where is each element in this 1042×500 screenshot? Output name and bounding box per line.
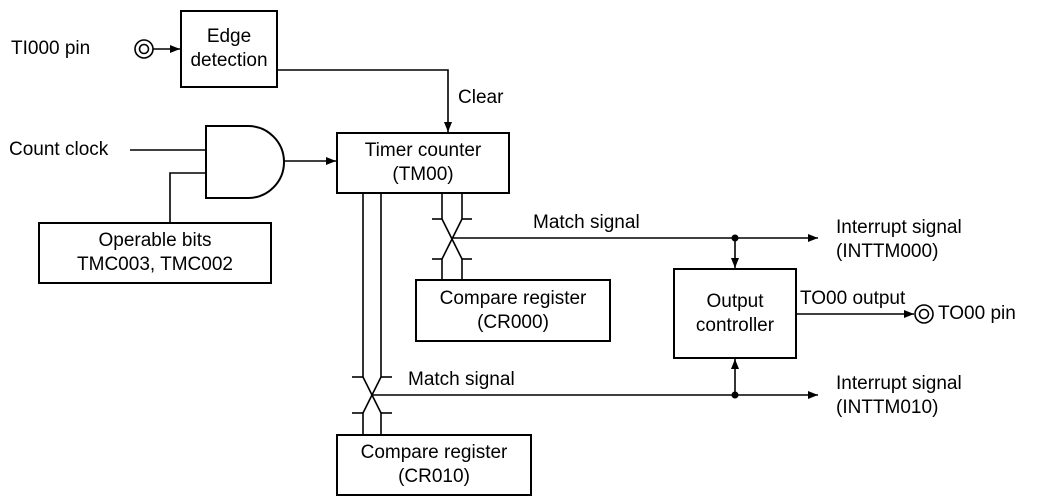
edge-detection-block: Edge detection (180, 10, 278, 88)
match-signal-0-label: Match signal (533, 212, 640, 233)
interrupt-0-name: (INTTM000) (836, 241, 939, 262)
interrupt-1-label: Interrupt signal (836, 373, 962, 394)
compare-register-cr010-block: Compare register (CR010) (336, 434, 532, 496)
junction-dot-1 (731, 391, 739, 399)
timer-counter-block: Timer counter (TM00) (336, 132, 510, 194)
output-controller-block: Output controller (673, 268, 797, 359)
to-pin-label: TO00 pin (938, 303, 1016, 324)
enable-wire (169, 172, 206, 222)
count-clock-label: Count clock (9, 139, 109, 160)
ti-pin-icon (134, 39, 154, 59)
interrupt-1-name: (INTTM010) (836, 397, 939, 418)
and-gate-icon (205, 125, 285, 199)
interrupt-0-label: Interrupt signal (836, 217, 962, 238)
to-output-label: TO00 output (800, 288, 906, 309)
operable-bits-block: Operable bits TMC003, TMC002 (38, 222, 272, 284)
compare-register-cr000-block: Compare register (CR000) (415, 279, 611, 342)
clear-label: Clear (458, 87, 504, 108)
bus-cr000 (432, 194, 472, 279)
junction-dot-0 (731, 234, 739, 242)
match-signal-1-label: Match signal (408, 369, 515, 390)
to-pin-icon (914, 304, 934, 324)
ti-pin-label: TI000 pin (11, 38, 91, 59)
bus-cr010 (352, 194, 392, 434)
clear-wire (278, 69, 452, 132)
